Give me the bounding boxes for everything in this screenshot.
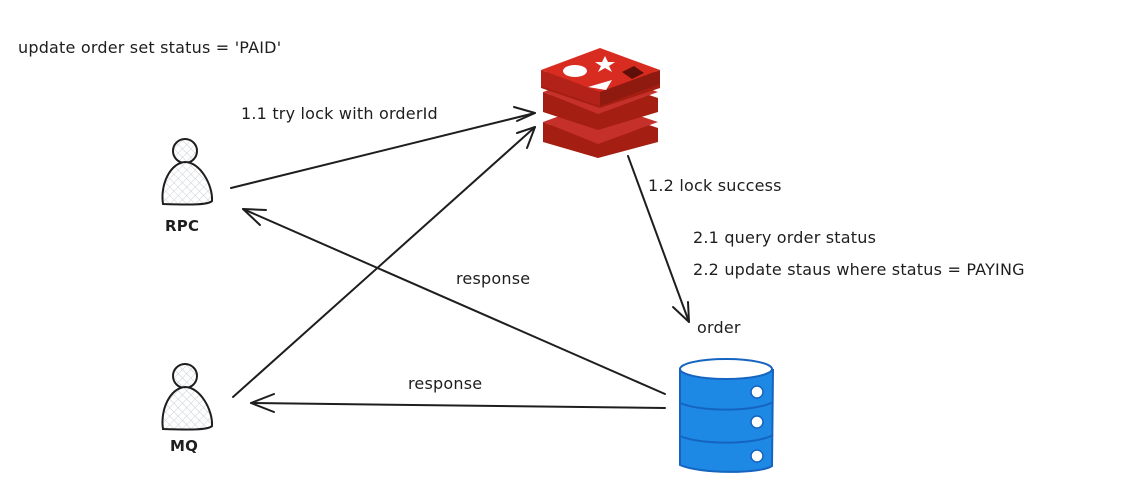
arrow-database-to-mq[interactable] — [250, 393, 666, 413]
redis-icon[interactable] — [541, 48, 660, 158]
database-icon[interactable] — [679, 358, 775, 473]
edge-label-response-mq: response — [408, 374, 483, 393]
mq-actor-icon[interactable] — [161, 363, 214, 431]
arrow-database-to-rpc[interactable] — [242, 208, 666, 395]
database-label: order — [697, 318, 741, 337]
edge-label-lock-success: 1.2 lock success — [648, 176, 782, 195]
edge-label-try-lock: 1.1 try lock with orderId — [241, 104, 438, 123]
title-note: update order set status = 'PAID' — [18, 38, 282, 57]
rpc-label: RPC — [165, 217, 200, 235]
arrow-redis-to-database[interactable] — [627, 155, 690, 323]
rpc-actor-icon[interactable] — [161, 138, 214, 206]
arrow-rpc-to-redis[interactable] — [230, 106, 536, 189]
edge-label-response-rpc: response — [456, 269, 531, 288]
arrow-mq-to-redis[interactable] — [232, 126, 536, 398]
step-2-1: 2.1 query order status — [693, 228, 877, 247]
mq-label: MQ — [170, 437, 199, 455]
step-2-2: 2.2 update staus where status = PAYING — [693, 260, 1025, 279]
